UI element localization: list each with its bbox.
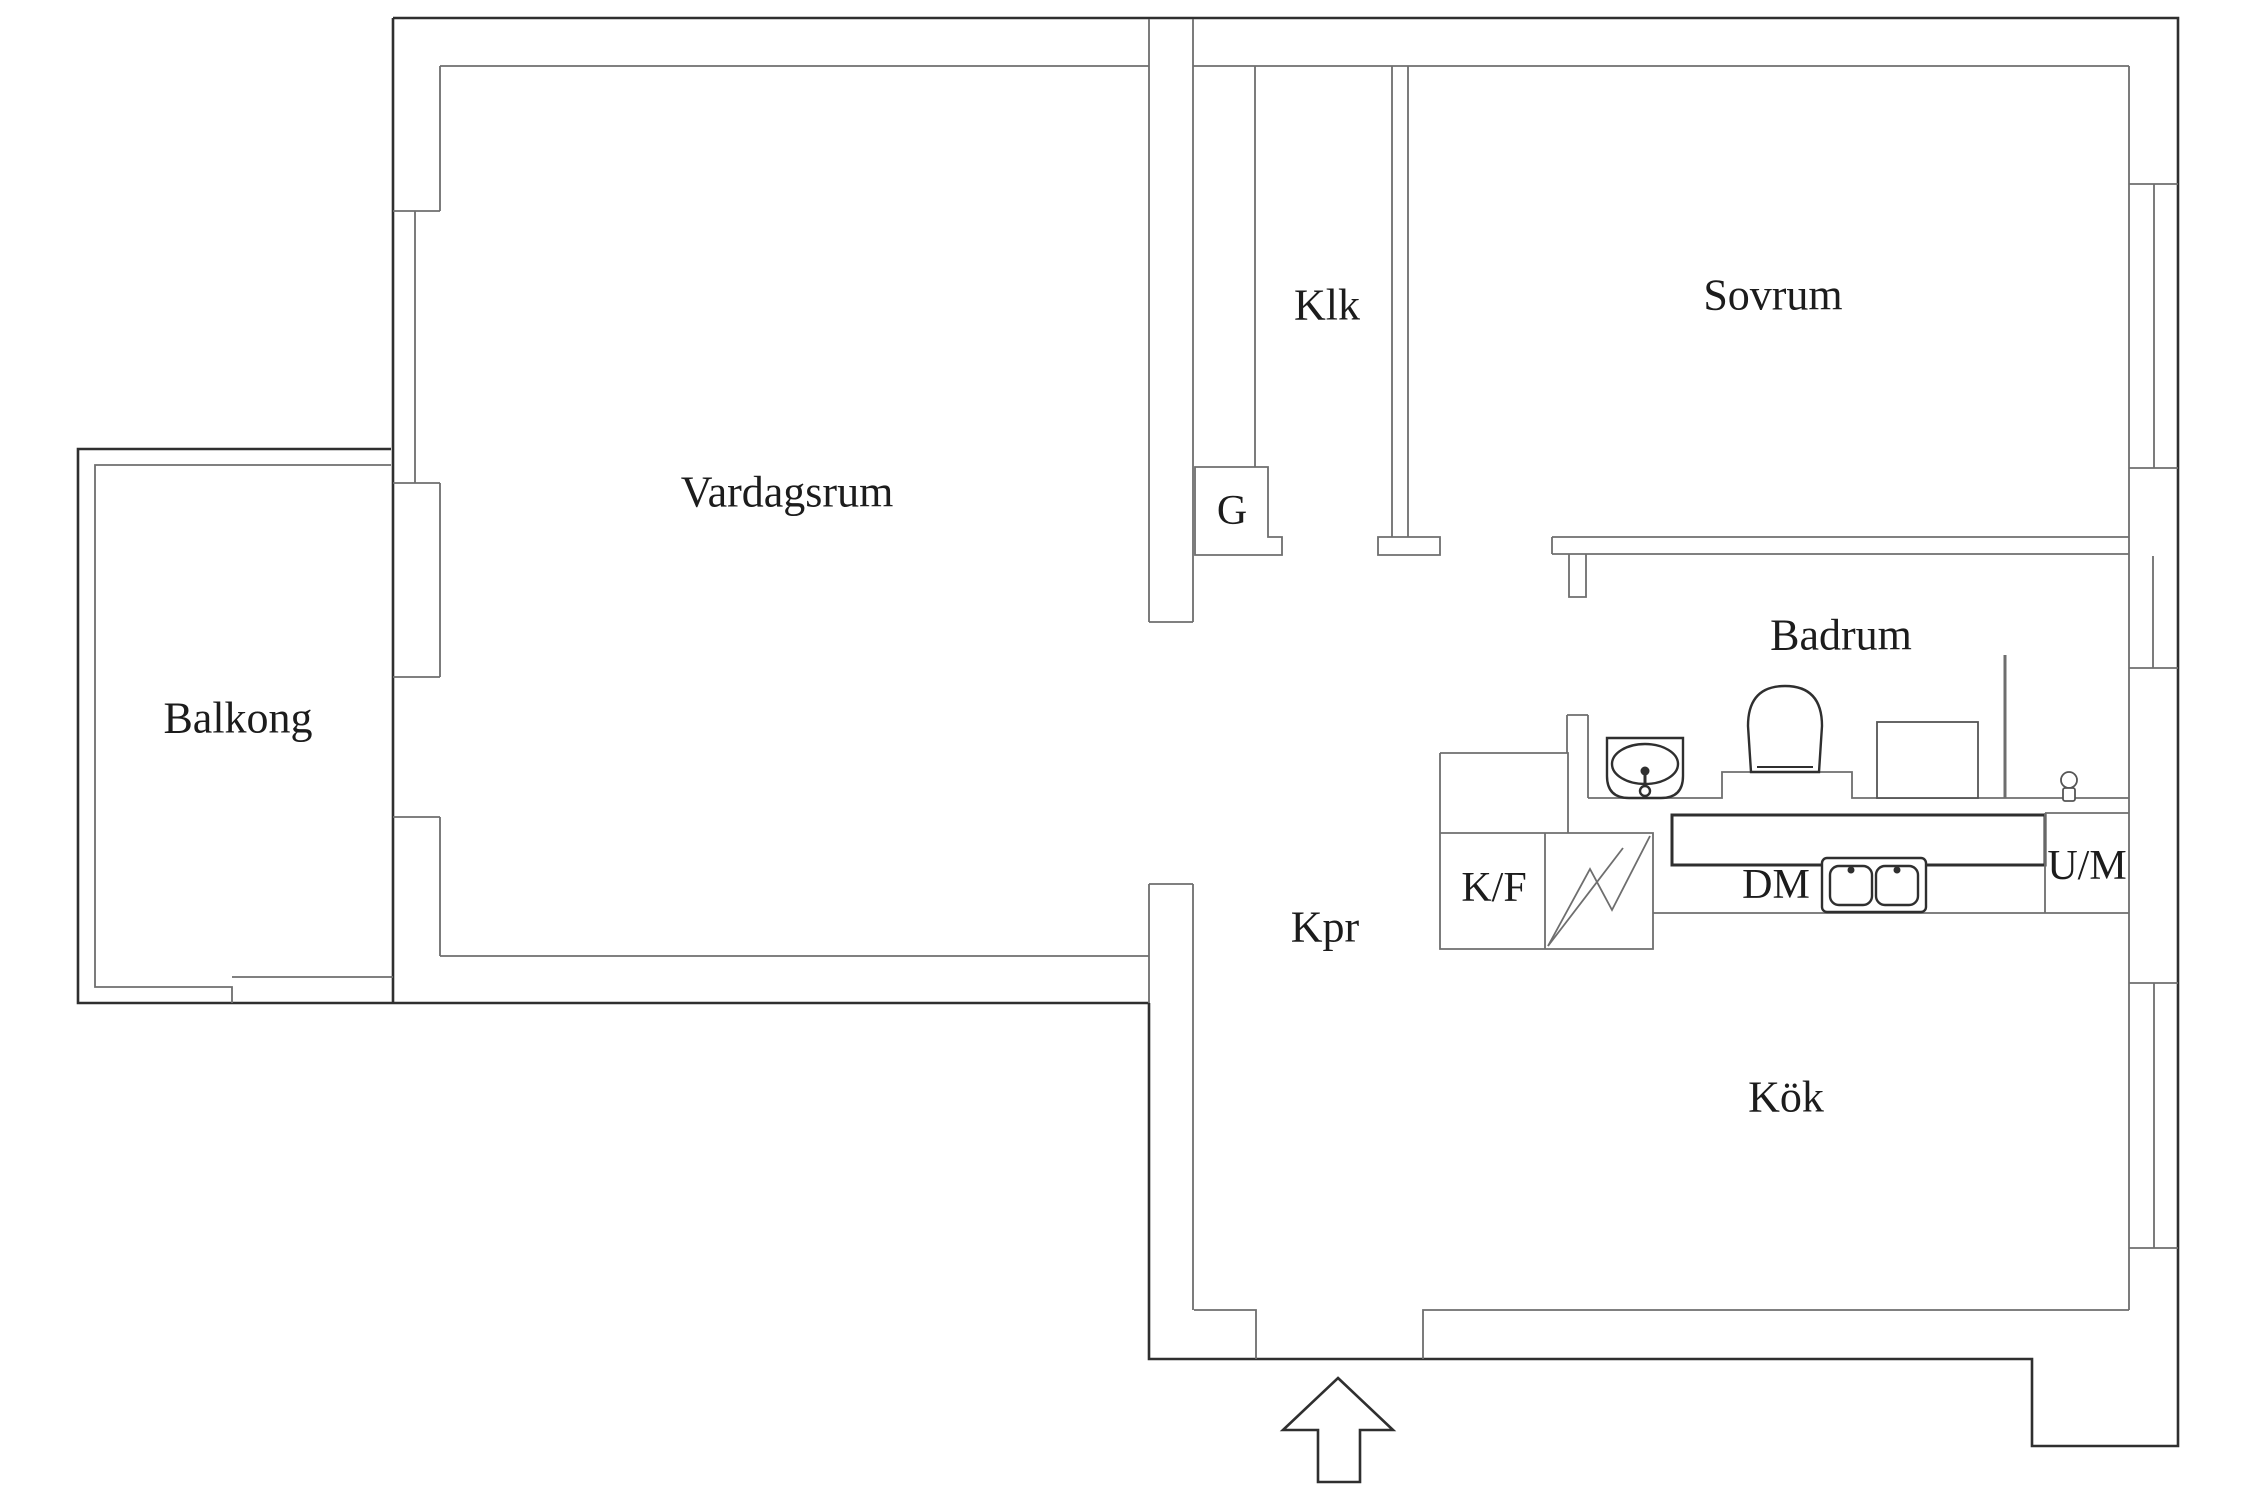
entrance-arrow-icon (1279, 1376, 1397, 1484)
room-label-klk: Klk (1294, 281, 1360, 330)
appliance-label-ugn-mikro: U/M (2047, 843, 2126, 889)
wardrobe-box (1194, 466, 1283, 556)
bathroom-cabinet (1876, 721, 1979, 799)
room-label-kpr: Kpr (1291, 903, 1360, 952)
room-label-kok: Kök (1748, 1073, 1824, 1122)
exterior-wall-outline (76, 16, 2180, 1448)
bathroom-sink-icon (1605, 736, 1685, 800)
interior-wall-lines (232, 19, 2130, 1359)
appliance-label-garderob: G (1217, 488, 1247, 534)
room-label-badrum: Badrum (1770, 611, 1912, 660)
toilet-icon (1746, 684, 1824, 774)
electric-meter-icon (1547, 835, 1651, 947)
balcony-outline (94, 464, 391, 1003)
room-label-sovrum: Sovrum (1703, 271, 1842, 320)
room-label-balkong: Balkong (163, 694, 312, 743)
appliance-labels: G K/F DM U/M (1217, 488, 2127, 911)
kitchen-counter (1653, 812, 2129, 914)
room-labels: Vardagsrum Balkong Klk Sovrum Badrum Kpr… (163, 271, 1911, 1122)
appliance-label-kyl-frys: K/F (1461, 865, 1526, 911)
kitchen-sink-icon (1820, 856, 1928, 914)
fridge-freezer-block (1439, 752, 1654, 950)
valve-icon (2060, 771, 2078, 802)
appliance-label-diskmaskin: DM (1742, 862, 1810, 908)
window-icon (393, 183, 2178, 1249)
room-label-vardagsrum: Vardagsrum (681, 468, 894, 517)
